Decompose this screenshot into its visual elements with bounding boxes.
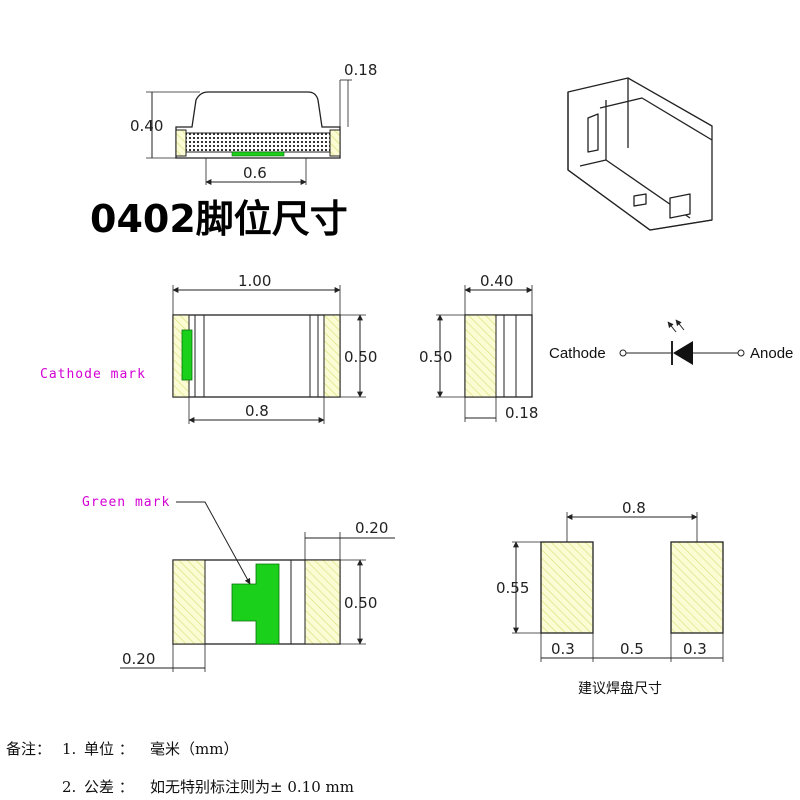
note-2-value: 如无特别标注则为± 0.10 mm bbox=[150, 778, 354, 796]
note-1-num: 1. bbox=[62, 740, 76, 758]
side-view-leadframe bbox=[175, 132, 341, 153]
top-view: 1.00 0.50 0.8 Cathode mark bbox=[40, 272, 377, 424]
note-2-num: 2. bbox=[62, 778, 76, 796]
iso-edge bbox=[599, 97, 713, 141]
page-title: 0402脚位尺寸 bbox=[90, 197, 348, 241]
dim-bottom-height: 0.50 bbox=[344, 594, 377, 612]
dim-side-gap: 0.18 bbox=[344, 61, 377, 79]
leader-line bbox=[176, 501, 251, 585]
note-2-label: 公差 ： bbox=[84, 778, 134, 796]
bottom-view-terminal-left bbox=[172, 559, 206, 645]
dim-pad1: 0.3 bbox=[551, 640, 575, 658]
note-1-value: 毫米（mm） bbox=[150, 740, 238, 758]
dim-top-inner: 0.8 bbox=[245, 402, 269, 420]
pad-caption: 建议焊盘尺寸 bbox=[578, 680, 662, 697]
side-view-terminal-left bbox=[175, 129, 187, 157]
led-symbol: Cathode Anode bbox=[549, 319, 793, 365]
notes: 备注： 1. 单位 ： 毫米（mm） 2. 公差 ： 如无特别标注则为± 0.1… bbox=[6, 740, 354, 796]
side-view: 0.40 0.18 0.6 bbox=[130, 61, 377, 185]
dim-bottom-terminal-left: 0.20 bbox=[122, 650, 155, 668]
dim-pad-span: 0.8 bbox=[622, 499, 646, 517]
end-view: 0.40 0.50 0.18 bbox=[419, 272, 538, 422]
bottom-view: Green mark 0.20 0.50 0.20 bbox=[82, 495, 395, 672]
light-arrow bbox=[675, 319, 685, 331]
pad-layout: 0.8 0.55 0.3 0.5 0.3 建议焊盘尺寸 bbox=[496, 499, 724, 697]
side-view-terminal-right bbox=[329, 129, 341, 157]
green-mark-label: Green mark bbox=[82, 495, 170, 510]
top-view-terminal-right bbox=[323, 314, 341, 398]
dim-side-width: 0.6 bbox=[243, 164, 267, 182]
dim-pad-gap: 0.5 bbox=[620, 640, 644, 658]
dim-pad-height: 0.55 bbox=[496, 579, 529, 597]
iso-edge bbox=[579, 159, 607, 167]
iso-terminal bbox=[669, 193, 691, 219]
note-1-label: 单位 ： bbox=[84, 740, 134, 758]
dim-end-height: 0.50 bbox=[419, 348, 452, 366]
iso-edge bbox=[567, 92, 713, 231]
diode-triangle bbox=[673, 341, 693, 365]
pad-right bbox=[670, 541, 724, 634]
iso-view bbox=[567, 77, 713, 231]
iso-pad bbox=[633, 193, 647, 207]
notes-prefix: 备注： bbox=[6, 740, 51, 758]
anode-label: Anode bbox=[750, 345, 793, 362]
anode-terminal bbox=[737, 349, 745, 357]
cathode-label: Cathode bbox=[549, 345, 606, 362]
dim-top-length: 1.00 bbox=[238, 272, 271, 290]
dim-bottom-terminal: 0.20 bbox=[355, 519, 388, 537]
cathode-mark-label: Cathode mark bbox=[40, 367, 146, 382]
iso-terminal bbox=[587, 113, 599, 153]
side-view-green-pad bbox=[231, 151, 285, 157]
cathode-terminal bbox=[619, 349, 627, 357]
cathode-mark-green bbox=[181, 329, 193, 381]
bottom-view-terminal-right bbox=[304, 559, 341, 645]
pad-left bbox=[540, 541, 594, 634]
end-view-terminal bbox=[464, 314, 497, 398]
dim-pad2: 0.3 bbox=[683, 640, 707, 658]
dim-end-terminal: 0.18 bbox=[505, 404, 538, 422]
dim-end-width: 0.40 bbox=[480, 272, 513, 290]
top-view-body bbox=[172, 314, 341, 398]
dim-side-height: 0.40 bbox=[130, 117, 163, 135]
dim-top-height: 0.50 bbox=[344, 348, 377, 366]
light-arrow bbox=[667, 321, 677, 333]
